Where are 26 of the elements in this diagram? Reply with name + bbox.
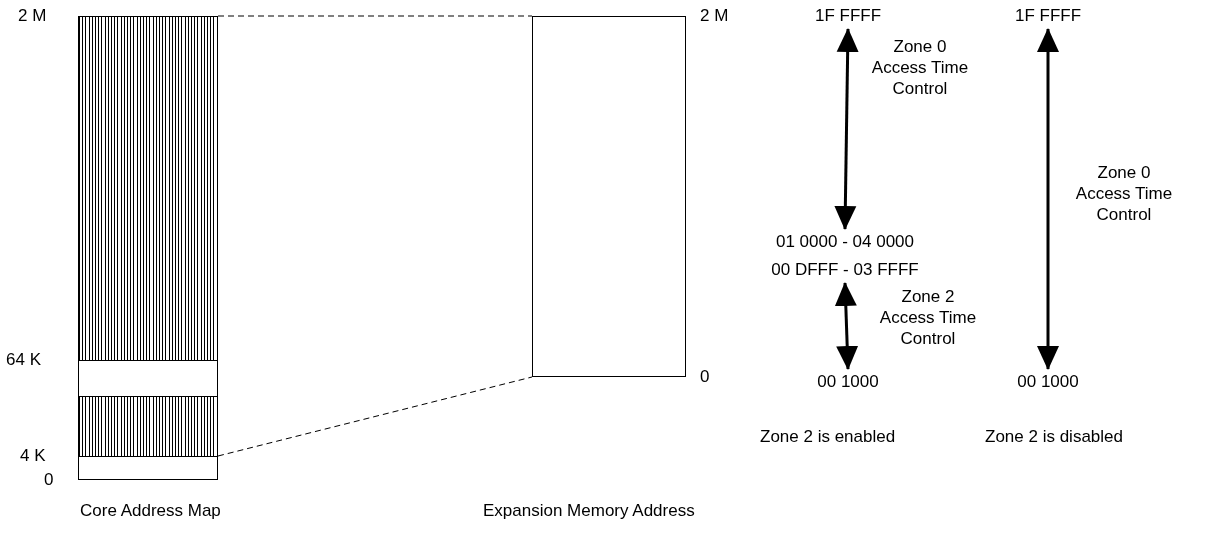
address-label: 1F FFFF [1000,5,1096,27]
address-label: 64 K [6,349,41,370]
address-label: 01 0000 - 04 0000 [740,231,950,253]
double-headed-arrow [834,28,859,230]
address-band [78,360,218,397]
caption: Core Address Map [80,500,221,521]
address-label: 2 M [18,5,47,26]
dashed-line [217,15,533,17]
expansion-memory-box [532,16,686,377]
double-headed-arrow [834,282,859,370]
address-label: 00 DFFF - 03 FFFF [740,259,950,281]
address-label: 4 K [20,445,46,466]
hatched-band [78,396,218,457]
address-label: 00 1000 [800,371,896,393]
address-label: 2 M [700,5,729,26]
address-label: 0 [700,366,710,387]
dashed-line [217,376,533,457]
address-band [78,456,218,480]
caption: Zone 2 is enabled [760,426,896,447]
address-label: 1F FFFF [800,5,896,27]
double-headed-arrow [1037,28,1059,370]
hatched-band [78,16,218,361]
caption: Zone 2 is disabled [985,426,1123,447]
address-label: 0 [44,469,54,490]
address-label: 00 1000 [1000,371,1096,393]
caption: Expansion Memory Address [483,500,695,521]
